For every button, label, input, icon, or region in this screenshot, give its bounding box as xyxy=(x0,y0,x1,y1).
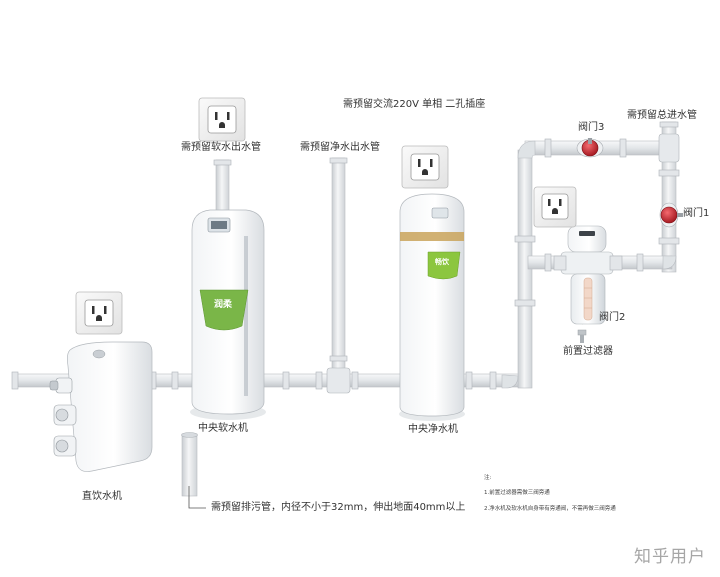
purifier-badge xyxy=(427,251,461,280)
watermark: 知乎用户 xyxy=(634,547,706,567)
soft-outlet-pipe-label: 需预留软水出水管 xyxy=(181,142,261,153)
notes-title: 注: xyxy=(484,475,492,481)
valve1-label: 阀门1 xyxy=(683,208,710,219)
direct-drinking-water-machine xyxy=(49,341,153,472)
central-water-purifier xyxy=(399,193,465,421)
main-inlet-pipe-label: 需预留总进水管 xyxy=(627,110,697,121)
valve-3[interactable] xyxy=(576,138,604,158)
power-socket-purifier xyxy=(401,145,449,189)
softener-badge-text: 润柔 xyxy=(214,300,233,310)
notes-line2: 2.净水机及软水机自身带有旁通阀，不需再做三阀旁通 xyxy=(484,506,616,512)
valve-2[interactable] xyxy=(577,329,587,343)
purifier-badge-text: 畅饮 xyxy=(435,258,449,266)
power-socket-icon xyxy=(92,306,107,321)
power-socket-icon xyxy=(215,112,230,128)
valve2-label: 阀门2 xyxy=(599,312,626,323)
soft-water-outlet-pipe xyxy=(213,159,232,221)
power-note-label: 需预留交流220V 单相 二孔插座 xyxy=(343,99,486,110)
prefilter-label: 前置过滤器 xyxy=(563,346,613,357)
notes-line1: 1.前置过滤器需做三阀旁通 xyxy=(484,490,550,496)
power-socket-softener xyxy=(198,97,246,142)
drain-pipe xyxy=(181,432,206,509)
valve-1[interactable] xyxy=(659,202,683,228)
softener-label: 中央软水机 xyxy=(198,423,248,434)
pre-filter xyxy=(553,225,623,325)
valve-icon xyxy=(660,206,678,224)
faucet-icon xyxy=(53,404,77,426)
power-socket-prefilter xyxy=(533,186,577,228)
faucet-icon xyxy=(53,435,77,457)
drinker-label: 直饮水机 xyxy=(82,491,122,502)
power-socket-drinker xyxy=(75,291,123,335)
power-socket-icon xyxy=(548,199,562,214)
pure-water-outlet-pipe xyxy=(326,157,351,394)
bypass-loop-pipe xyxy=(501,121,680,389)
power-socket-icon xyxy=(418,159,433,175)
pure-outlet-pipe-label: 需预留净水出水管 xyxy=(300,142,380,153)
purifier-label: 中央净水机 xyxy=(408,424,458,435)
softener-badge xyxy=(199,289,249,331)
central-water-softener xyxy=(190,209,266,420)
faucet-icon xyxy=(49,377,73,394)
valve3-label: 阀门3 xyxy=(578,122,605,133)
drain-label: 需预留排污管，内径不小于32mm，伸出地面40mm以上 xyxy=(211,502,466,513)
